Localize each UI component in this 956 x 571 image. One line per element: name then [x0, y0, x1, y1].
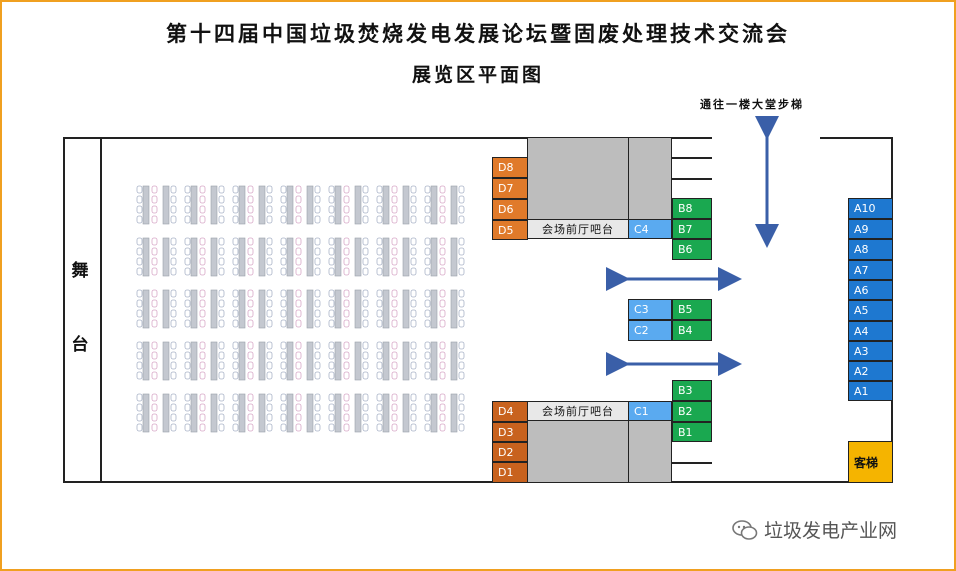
gray-area-top-right — [628, 137, 672, 221]
booth-a8[interactable]: A8 — [848, 239, 893, 260]
booth-d5[interactable]: D5 — [492, 220, 528, 240]
stairs-label: 通往一楼大堂步梯 — [700, 98, 804, 111]
booth-d6[interactable]: D6 — [492, 199, 528, 220]
booth-d3[interactable]: D3 — [492, 422, 528, 442]
booth-a2[interactable]: A2 — [848, 361, 893, 381]
page-title: 第十四届中国垃圾焚烧发电发展论坛暨固废处理技术交流会 — [166, 22, 790, 46]
gray-area-bottom-left — [527, 420, 629, 483]
booth-a4[interactable]: A4 — [848, 321, 893, 341]
booth-b6[interactable]: B6 — [672, 239, 712, 260]
watermark-text: 垃圾发电产业网 — [764, 520, 898, 542]
booth-b5[interactable]: B5 — [672, 299, 712, 320]
booth-d7[interactable]: D7 — [492, 178, 528, 199]
booth-a9[interactable]: A9 — [848, 219, 893, 239]
booth-c4[interactable]: C4 — [628, 219, 672, 239]
booth-b1[interactable]: B1 — [672, 422, 712, 442]
wall-line — [672, 157, 712, 159]
seating-area — [135, 182, 470, 446]
booth-a1[interactable]: A1 — [848, 381, 893, 401]
booth-d4[interactable]: D4 — [492, 401, 528, 422]
gray-area-bottom-right — [628, 420, 672, 483]
stage-edge — [100, 138, 102, 482]
booth-b3[interactable]: B3 — [672, 380, 712, 401]
stage-label-2: 台 — [71, 335, 89, 355]
booth-a10[interactable]: A10 — [848, 198, 893, 219]
booth-d8[interactable]: D8 — [492, 157, 528, 178]
booth-c3[interactable]: C3 — [628, 299, 672, 320]
booth-a5[interactable]: A5 — [848, 300, 893, 321]
booth-d1[interactable]: D1 — [492, 462, 528, 483]
booth-a7[interactable]: A7 — [848, 260, 893, 280]
wechat-icon — [732, 519, 758, 540]
page-subtitle: 展览区平面图 — [411, 64, 544, 86]
stage-label-1: 舞 — [71, 261, 89, 281]
bar-counter-top: 会场前厅吧台 — [527, 219, 629, 239]
booth-a3[interactable]: A3 — [848, 341, 893, 361]
booth-b4[interactable]: B4 — [672, 320, 712, 341]
gray-area-top-left — [527, 137, 629, 221]
booth-b7[interactable]: B7 — [672, 219, 712, 239]
booth-d2[interactable]: D2 — [492, 442, 528, 462]
booth-c2[interactable]: C2 — [628, 320, 672, 341]
watermark: 垃圾发电产业网 — [732, 516, 897, 543]
wall-line — [672, 462, 712, 464]
booth-a6[interactable]: A6 — [848, 280, 893, 300]
wall-line — [672, 178, 712, 180]
booth-c1[interactable]: C1 — [628, 401, 672, 421]
booth-b8[interactable]: B8 — [672, 198, 712, 219]
elevator: 客梯 — [848, 441, 893, 483]
chair-icon — [136, 185, 465, 433]
booth-b2[interactable]: B2 — [672, 401, 712, 422]
bar-counter-bottom: 会场前厅吧台 — [527, 401, 629, 421]
